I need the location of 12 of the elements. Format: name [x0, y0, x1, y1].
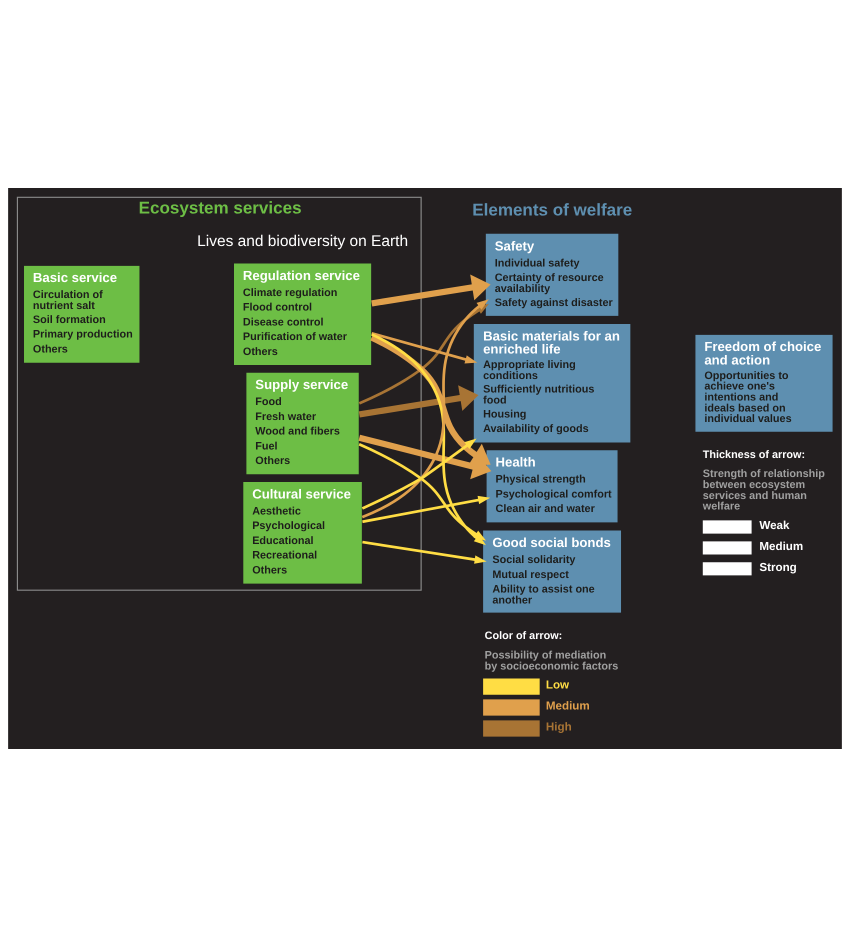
label: Color of arrow: — [484, 630, 562, 642]
label: Strength of relationship between ecosystem services and human welfare — [702, 468, 825, 512]
label: Possibility of mediation by socioeconomic factors — [484, 648, 618, 672]
legend-label: Strong — [759, 560, 797, 574]
legend-label: Medium — [546, 698, 590, 712]
legend-label: Low — [546, 678, 570, 692]
legend-label: Weak — [759, 518, 790, 532]
label: Thickness of arrow: — [702, 448, 806, 460]
legend-label: High — [546, 720, 572, 733]
label: Lives and biodiversity on Earth — [197, 232, 408, 250]
label: Elements of welfare — [472, 200, 632, 220]
legend-label: Medium — [759, 539, 804, 552]
